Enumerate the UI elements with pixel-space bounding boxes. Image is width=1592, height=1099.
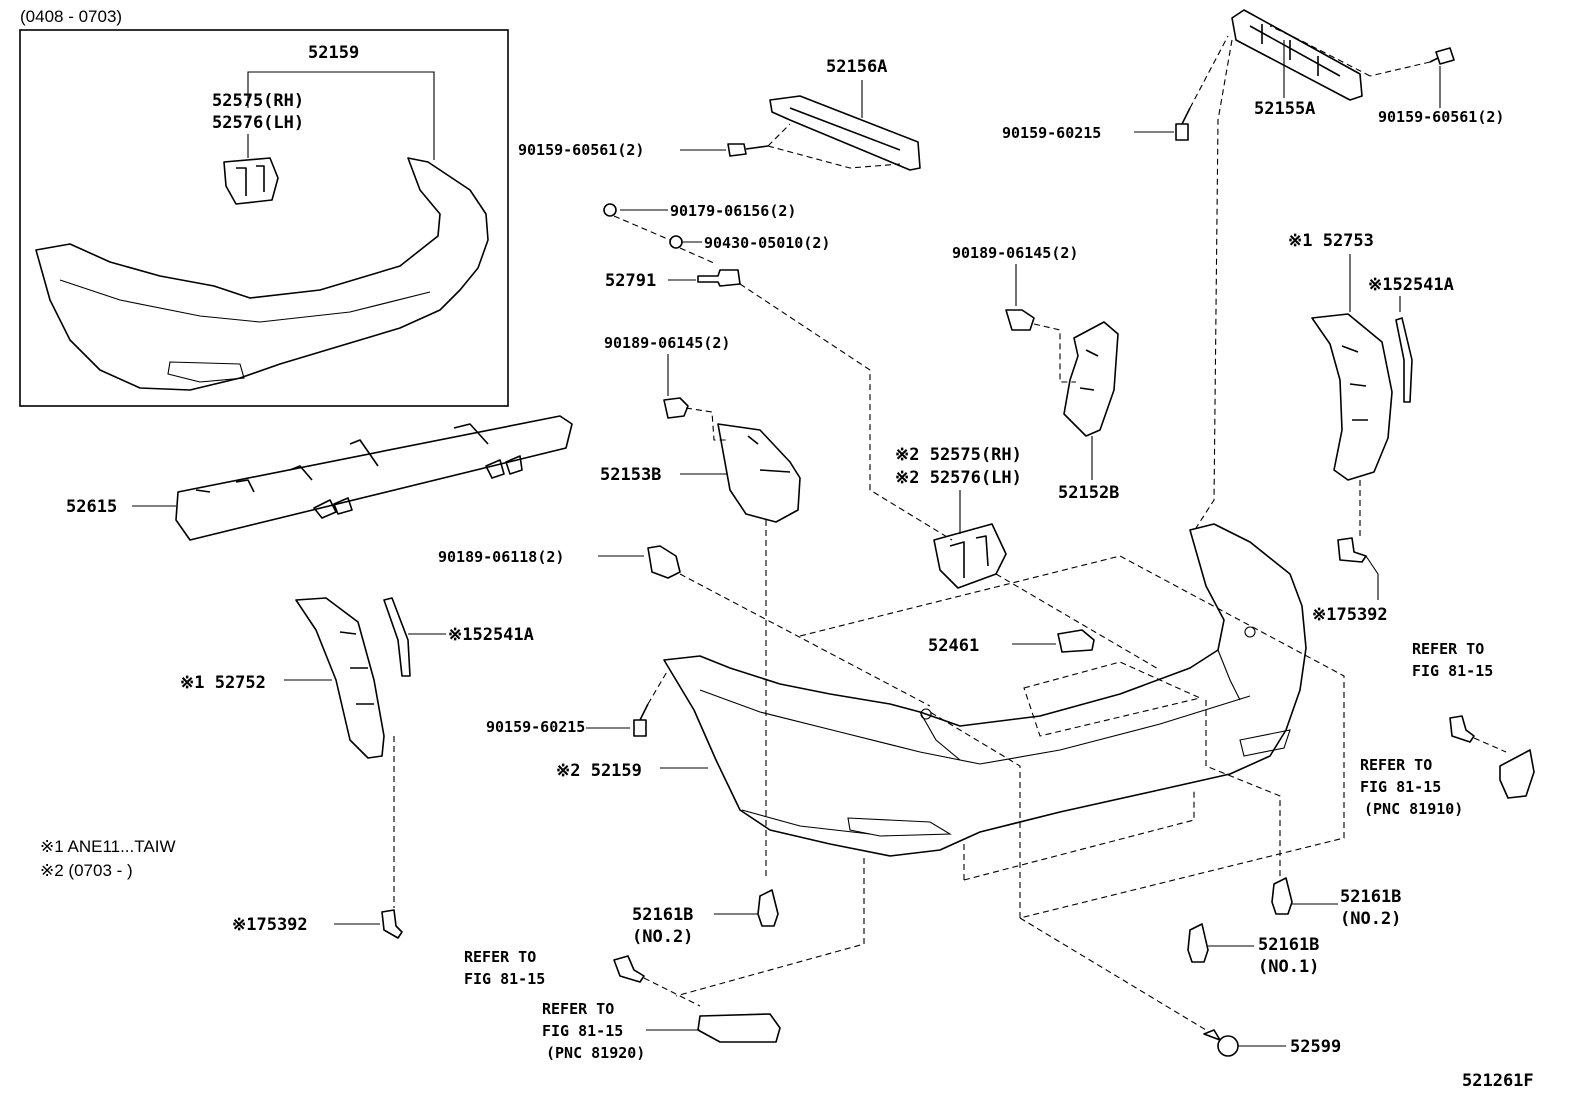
- label-175392-right: ※175392: [1312, 605, 1388, 625]
- part-52752: ※152541A ※1 52752 ※175392: [180, 597, 534, 939]
- label-90189-06118: 90189-06118(2): [438, 548, 564, 566]
- part-52161B-no1: 52161B (NO.1): [1187, 923, 1319, 977]
- label-52155A: 52155A: [1254, 99, 1315, 119]
- inset-assembly-label: 52159: [308, 43, 359, 63]
- label-52461: 52461: [928, 636, 979, 656]
- part-52461: 52461: [928, 629, 1095, 656]
- part-52155A: 52155A 90159-60561(2) 90159-60215: [1002, 9, 1504, 529]
- inset-bumper-shape: [35, 157, 489, 391]
- label-52161B-no2-left-sub: (NO.2): [632, 927, 693, 947]
- label-52153B: 52153B: [600, 465, 661, 485]
- inset-bracket-rh-label: 52575(RH): [212, 91, 304, 111]
- part-90159-60215-left: 90159-60215: [486, 669, 669, 737]
- label-90179-06156: 90179-06156(2): [670, 202, 796, 220]
- inset-bracket-lh-label: 52576(LH): [212, 113, 304, 133]
- ref-bottom-center-2: FIG 81-15: [542, 1022, 623, 1040]
- label-90159-60561-b: 90159-60561(2): [1378, 108, 1504, 126]
- inset-box: (0408 - 0703) 52159 52575(RH) 52576(LH): [19, 7, 509, 407]
- label-52161B-no2-right-sub: (NO.2): [1340, 909, 1401, 929]
- note-1: ※1 ANE11...TAIW: [40, 837, 176, 856]
- label-52791: 52791: [605, 271, 656, 291]
- label-52159: ※2 52159: [556, 761, 642, 781]
- label-90159-60215-a: 90159-60215: [1002, 124, 1101, 142]
- part-52599: 52599: [1203, 1029, 1341, 1057]
- inset-bracket-shape: [223, 157, 279, 205]
- label-52161B-no1-sub: (NO.1): [1258, 957, 1319, 977]
- label-90430-05010: 90430-05010(2): [704, 234, 830, 252]
- label-52541A-right: ※152541A: [1368, 275, 1454, 295]
- ref-bottom-left-2: FIG 81-15: [464, 970, 545, 988]
- ref-bottom-center-1: REFER TO: [542, 1000, 614, 1018]
- label-52599: 52599: [1290, 1037, 1341, 1057]
- ref-mid-right-1: REFER TO: [1360, 756, 1432, 774]
- label-90159-60215-b: 90159-60215: [486, 718, 585, 736]
- label-52615: 52615: [66, 497, 117, 517]
- ref-bottom-left-1: REFER TO: [464, 948, 536, 966]
- refer-bottom: REFER TO FIG 81-15 REFER TO FIG 81-15 (P…: [464, 948, 781, 1062]
- label-90189-06145-a: 90189-06145(2): [604, 334, 730, 352]
- label-52161B-no2-right: 52161B: [1340, 887, 1401, 907]
- part-90189-06118: 90189-06118(2): [438, 545, 931, 707]
- label-52752: ※1 52752: [180, 673, 266, 693]
- part-52753: ※1 52753 ※152541A ※175392: [1288, 231, 1454, 625]
- label-52156A: 52156A: [826, 57, 887, 77]
- label-52575: ※2 52575(RH): [895, 445, 1022, 465]
- footnotes: ※1 ANE11...TAIW ※2 (0703 - ): [40, 837, 176, 880]
- part-52615: 52615: [66, 415, 573, 541]
- refer-right: REFER TO FIG 81-15 REFER TO FIG 81-15 (P…: [1360, 640, 1535, 818]
- part-52161B-no2-left: 52161B (NO.2): [632, 889, 779, 947]
- ref-mid-right-3: (PNC 81910): [1364, 800, 1463, 818]
- part-52159-main-bumper: ※2 52159: [556, 523, 1345, 1031]
- ref-bottom-center-3: (PNC 81920): [546, 1044, 645, 1062]
- note-2: ※2 (0703 - ): [40, 861, 133, 880]
- part-52153B: 90189-06145(2) 52153B: [600, 334, 801, 880]
- ref-mid-right-2: FIG 81-15: [1360, 778, 1441, 796]
- label-52161B-no2-left: 52161B: [632, 905, 693, 925]
- label-52161B-no1: 52161B: [1258, 935, 1319, 955]
- label-175392-left: ※175392: [232, 915, 308, 935]
- part-52156A: 52156A 90159-60561(2): [518, 57, 921, 171]
- part-52575-52576: ※2 52575(RH) ※2 52576(LH): [895, 445, 1161, 671]
- label-90189-06145-b: 90189-06145(2): [952, 244, 1078, 262]
- ref-top-right-2: FIG 81-15: [1412, 662, 1493, 680]
- ref-top-right-1: REFER TO: [1412, 640, 1484, 658]
- part-52152B: 90189-06145(2) 52152B: [952, 244, 1119, 503]
- label-52753: ※1 52753: [1288, 231, 1374, 251]
- fasteners-center: 90179-06156(2) 90430-05010(2) 52791: [603, 202, 953, 541]
- label-52152B: 52152B: [1058, 483, 1119, 503]
- part-52161B-no2-right: 52161B (NO.2): [1271, 877, 1401, 929]
- label-52541A-left: ※152541A: [448, 625, 534, 645]
- figure-code: 521261F: [1462, 1071, 1534, 1091]
- label-90159-60561-a: 90159-60561(2): [518, 141, 644, 159]
- inset-range: (0408 - 0703): [20, 7, 122, 26]
- label-52576: ※2 52576(LH): [895, 468, 1022, 488]
